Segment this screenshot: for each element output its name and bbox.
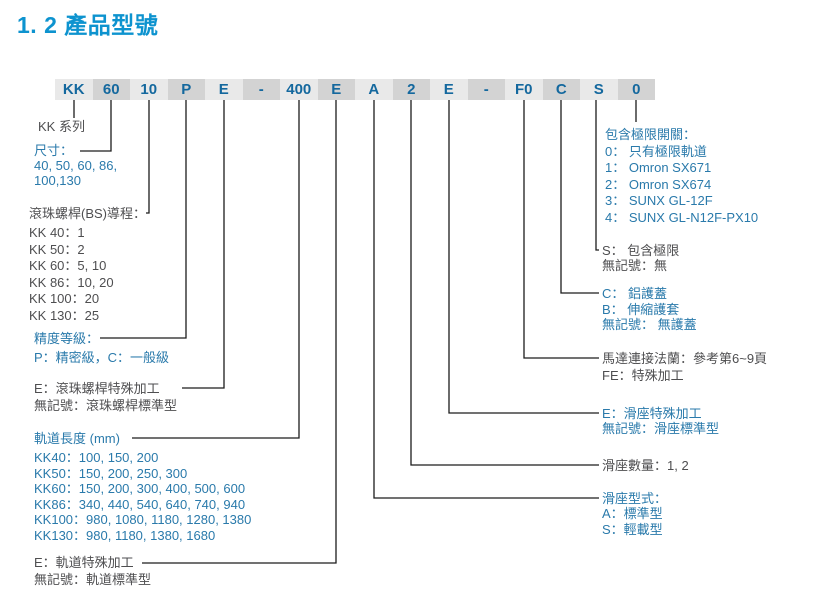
- text-line: 無記號：軌道標準型: [34, 571, 152, 587]
- text-line: KK 100：20: [29, 291, 100, 306]
- model-segment: S: [580, 79, 618, 100]
- text-line: 無記號：滾珠螺桿標準型: [34, 397, 178, 413]
- model-segment: 400: [280, 79, 318, 100]
- model-segment: C: [542, 79, 580, 100]
- text-line: 2： Omron SX674: [605, 176, 712, 192]
- text-line: KK60：150, 200, 300, 400, 500, 600: [34, 481, 246, 496]
- text-line: S：輕載型: [602, 521, 663, 537]
- model-segment: 2: [392, 79, 430, 100]
- text-line: 4： SUNX GL-N12F-PX10: [605, 209, 759, 225]
- page-title: 1. 2 產品型號: [17, 12, 159, 38]
- text-line: 無記號： 無護蓋: [602, 317, 697, 332]
- text-line: E：軌道特殊加工: [34, 555, 134, 570]
- label-bs-special: E：滾珠螺桿特殊加工無記號：滾珠螺桿標準型: [34, 381, 177, 414]
- text-line: KK40：100, 150, 200: [34, 450, 159, 465]
- connector-bs-lead: [146, 100, 150, 214]
- text-line: 3： SUNX GL-12F: [605, 193, 713, 208]
- connector-rail-length: [132, 100, 300, 439]
- model-segment: 0: [617, 79, 655, 100]
- text-line: 1： Omron SX671: [605, 160, 712, 175]
- connector-rail-special: [142, 100, 337, 564]
- text-line: KK 40：1: [29, 225, 85, 240]
- text-line: 無記號：滑座標準型: [602, 421, 720, 436]
- text-line: S： 包含極限: [602, 243, 680, 258]
- text-line: E：滑座特殊加工: [602, 406, 702, 421]
- text-line: KK 50：2: [29, 241, 85, 257]
- text-line: KK 系列: [38, 119, 85, 134]
- model-segment: A: [355, 79, 393, 100]
- text-line: E：滾珠螺桿特殊加工: [34, 381, 160, 396]
- label-slider-special: E：滑座特殊加工無記號：滑座標準型: [602, 406, 719, 436]
- text-line: 馬達連接法蘭：參考第6~9頁: [602, 351, 768, 366]
- model-segment: F0: [505, 79, 543, 100]
- text-line: FE：特殊加工: [602, 367, 684, 383]
- label-size: 尺寸： 40, 50, 60, 86,100,130: [34, 143, 117, 188]
- text-line: KK130：980, 1180, 1380, 1680: [34, 527, 216, 543]
- connector-cover: [560, 100, 599, 294]
- label-precision-heading: 精度等級：: [34, 331, 100, 346]
- label-precision: 精度等級： P：精密級，C：一般級: [34, 331, 169, 365]
- text-line: KK 86：10, 20: [29, 274, 114, 290]
- text-line: KK50：150, 200, 250, 300: [34, 465, 188, 481]
- model-segment: E: [317, 79, 355, 100]
- connector-bs-special: [182, 100, 225, 389]
- connector-s-limit: [595, 100, 599, 251]
- text-line: 0： 只有極限軌道: [605, 143, 707, 159]
- model-segment: E: [430, 79, 468, 100]
- label-size-heading: 尺寸：: [34, 143, 74, 158]
- label-kk-series: KK 系列: [38, 119, 85, 134]
- text-line: KK86：340, 440, 540, 640, 740, 940: [34, 496, 246, 512]
- label-rail-length-heading: 軌道長度 (mm): [34, 431, 120, 446]
- model-segment: 10: [130, 79, 168, 100]
- model-segment: E: [205, 79, 243, 100]
- label-s-limit: S： 包含極限無記號：無: [602, 243, 679, 273]
- text-line: 無記號：無: [602, 258, 668, 273]
- text-line: 100,130: [34, 173, 81, 188]
- label-slider-qty: 滑座數量：1, 2: [602, 458, 689, 473]
- label-slider-type-heading: 滑座型式：: [602, 491, 668, 506]
- text-line: 40, 50, 60, 86,: [34, 158, 118, 173]
- model-segment: P: [167, 79, 205, 100]
- text-line: P：精密級，C：一般級: [34, 350, 170, 365]
- connector-size: [80, 100, 112, 152]
- connector-motor-flange: [523, 100, 599, 359]
- text-line: KK 60：5, 10: [29, 258, 107, 273]
- text-line: A：標準型: [602, 506, 663, 521]
- text-line: KK100：980, 1080, 1180, 1280, 1380: [34, 512, 252, 527]
- model-segment: 60: [92, 79, 130, 100]
- model-segment: -: [242, 79, 280, 100]
- text-line: B： 伸縮護套: [602, 301, 680, 317]
- label-rail-special: E：軌道特殊加工無記號：軌道標準型: [34, 555, 151, 588]
- connector-slider-type: [373, 100, 599, 499]
- text-line: 滑座數量：1, 2: [602, 458, 689, 473]
- label-bs-lead-heading: 滾珠螺桿(BS)導程：: [29, 206, 147, 221]
- model-segment: -: [467, 79, 505, 100]
- text-line: C： 鋁護蓋: [602, 286, 668, 301]
- connector-slider-special: [448, 100, 599, 414]
- label-limit-switch-heading: 包含極限開關：: [605, 127, 697, 142]
- model-segment: KK: [55, 79, 93, 100]
- connector-slider-qty: [410, 100, 599, 466]
- text-line: KK 130：25: [29, 307, 100, 323]
- connector-precision: [100, 100, 187, 339]
